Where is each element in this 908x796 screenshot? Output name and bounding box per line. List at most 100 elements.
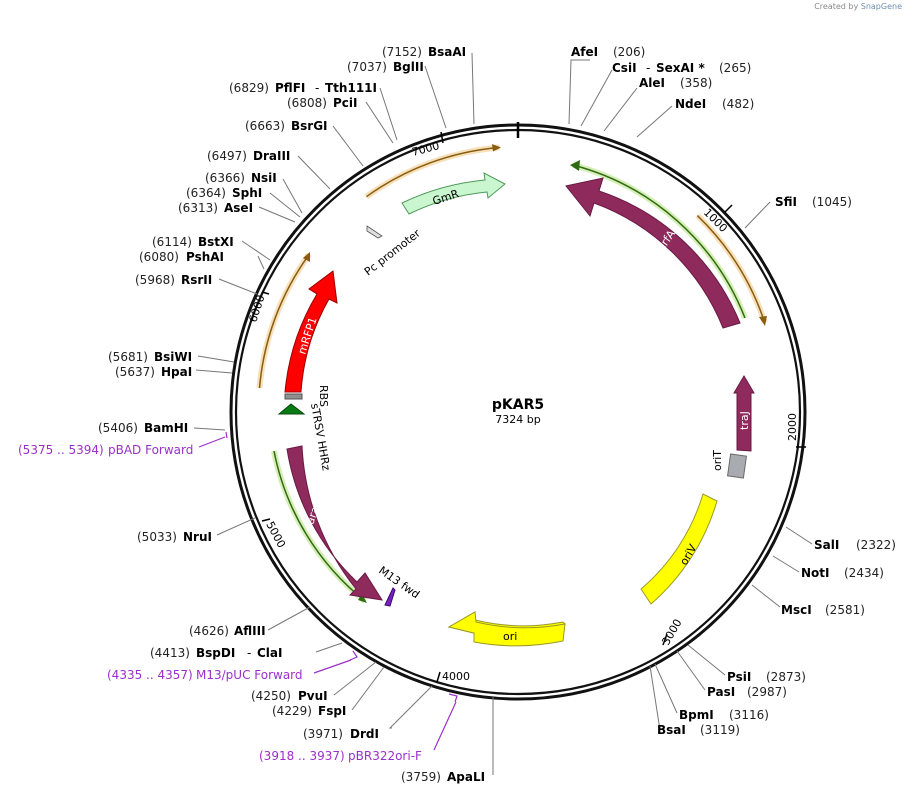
svg-text:(1045): (1045) bbox=[812, 195, 852, 209]
site-SphI: (6364) SphI bbox=[186, 186, 262, 200]
svg-text:PciI: PciI bbox=[333, 96, 358, 110]
plasmid-name: pKAR5 bbox=[492, 397, 544, 413]
track-orange-right-line bbox=[696, 215, 766, 323]
svg-text:BstXI: BstXI bbox=[198, 235, 234, 249]
svg-text:SfiI: SfiI bbox=[775, 195, 797, 209]
svg-text:(4229): (4229) bbox=[272, 704, 312, 718]
site-AseI: (6313) AseI bbox=[178, 201, 253, 215]
site-BspDI: (4413) BspDI - ClaI bbox=[150, 646, 282, 660]
svg-text:ClaI: ClaI bbox=[257, 646, 282, 660]
svg-text:(5637): (5637) bbox=[115, 365, 155, 379]
svg-text:BamHI: BamHI bbox=[144, 421, 188, 435]
svg-text:6000: 6000 bbox=[246, 293, 267, 324]
site-FspI: (4229) FspI bbox=[272, 704, 346, 718]
site-AfeI: AfeI (206) bbox=[571, 45, 645, 59]
svg-text:(2322): (2322) bbox=[856, 538, 896, 552]
svg-text:(265): (265) bbox=[719, 61, 751, 75]
svg-text:BglII: BglII bbox=[393, 60, 424, 74]
feature-araC bbox=[286, 445, 384, 601]
svg-text:(3116): (3116) bbox=[729, 708, 769, 722]
svg-text:DrdI: DrdI bbox=[350, 727, 379, 741]
svg-text:(482): (482) bbox=[722, 97, 754, 111]
svg-text:-: - bbox=[646, 61, 650, 75]
leader-lines bbox=[193, 52, 813, 775]
svg-text:7000: 7000 bbox=[410, 139, 440, 159]
svg-text:(2434): (2434) bbox=[844, 566, 884, 580]
svg-text:SphI: SphI bbox=[232, 186, 262, 200]
feature-RBS bbox=[284, 393, 303, 400]
feature-mRFP1 bbox=[284, 270, 338, 393]
feature-GmR bbox=[401, 172, 506, 215]
svg-text:(3119): (3119) bbox=[700, 723, 740, 737]
svg-text:SalI: SalI bbox=[814, 538, 839, 552]
site-BsaI: BsaI (3119) bbox=[657, 723, 740, 737]
svg-text:(6366): (6366) bbox=[205, 171, 245, 185]
svg-text:(6808): (6808) bbox=[287, 96, 327, 110]
feature-trfA bbox=[565, 177, 741, 329]
svg-text:(2987): (2987) bbox=[747, 685, 787, 699]
svg-text:BpmI: BpmI bbox=[679, 708, 714, 722]
svg-text:DraIII: DraIII bbox=[253, 149, 290, 163]
svg-text:(6663): (6663) bbox=[245, 119, 285, 133]
svg-text:(4626): (4626) bbox=[189, 624, 229, 638]
site-PciI: (6808) PciI bbox=[287, 96, 358, 110]
svg-text:NsiI: NsiI bbox=[251, 171, 277, 185]
svg-text:(5375 .. 5394): (5375 .. 5394) bbox=[18, 443, 104, 457]
label-traJ: traJ bbox=[738, 411, 751, 430]
svg-text:PflFI: PflFI bbox=[275, 81, 305, 95]
site-CsiI: CsiI - SexAI * (265) bbox=[612, 61, 751, 75]
svg-text:-: - bbox=[315, 81, 319, 95]
track-green-araC-arrow bbox=[358, 594, 367, 603]
svg-text:(7152): (7152) bbox=[382, 45, 422, 59]
svg-text:(6364): (6364) bbox=[186, 186, 226, 200]
svg-text:PsiI: PsiI bbox=[727, 670, 751, 684]
svg-text:-: - bbox=[247, 646, 251, 660]
site-BstXI: (6114) BstXI bbox=[152, 235, 234, 249]
site-NotI: NotI (2434) bbox=[801, 566, 884, 580]
track-orange-right-arrow bbox=[759, 316, 767, 326]
site-PflFI: (6829) PflFI - Tth111I bbox=[229, 81, 377, 95]
label-sTRSV: sTRSV HHRz bbox=[308, 402, 333, 472]
site-NdeI: NdeI (482) bbox=[675, 97, 754, 111]
site-MscI: MscI (2581) bbox=[781, 603, 865, 617]
svg-text:pBAD Forward: pBAD Forward bbox=[108, 443, 193, 457]
site-ApaLI: (3759) ApaLI bbox=[401, 770, 485, 784]
svg-text:(6080): (6080) bbox=[139, 250, 179, 264]
label-RBS: RBS bbox=[317, 385, 330, 407]
svg-text:(4413): (4413) bbox=[150, 646, 190, 660]
site-NsiI: (6366) NsiI bbox=[205, 171, 277, 185]
svg-text:(2581): (2581) bbox=[825, 603, 865, 617]
label-pc-promoter: Pc promoter bbox=[362, 226, 423, 278]
svg-text:(2873): (2873) bbox=[766, 670, 806, 684]
feature-oriV bbox=[640, 493, 718, 605]
feature-sTRSV bbox=[277, 403, 306, 415]
site-PsiI: PsiI (2873) bbox=[727, 670, 806, 684]
svg-text:RsrII: RsrII bbox=[181, 273, 212, 287]
site-BsrGI: (6663) BsrGI bbox=[245, 119, 328, 133]
primer-pBR322ori-F: (3918 .. 3937) pBR322ori-F bbox=[259, 749, 422, 763]
svg-text:(3918 .. 3937): (3918 .. 3937) bbox=[259, 749, 345, 763]
track-green-trfA-arrow bbox=[570, 160, 580, 171]
svg-text:5000: 5000 bbox=[263, 519, 288, 550]
svg-text:2000: 2000 bbox=[786, 413, 799, 441]
feature-m13fwd bbox=[384, 587, 396, 607]
svg-text:BsiWI: BsiWI bbox=[154, 350, 192, 364]
site-BamHI: (5406) BamHI bbox=[98, 421, 188, 435]
tick-5000: 5000 bbox=[261, 518, 288, 550]
svg-text:BspDI: BspDI bbox=[196, 646, 235, 660]
tick-4000: 4000 bbox=[436, 670, 470, 683]
track-orange-left-arrow bbox=[303, 252, 310, 262]
svg-text:PshAI: PshAI bbox=[186, 250, 224, 264]
label-m13fwd: M13 fwd bbox=[376, 564, 422, 601]
credit-brand: SnapGene bbox=[860, 2, 902, 11]
site-BsiWI: (5681) BsiWI bbox=[108, 350, 192, 364]
svg-text:AseI: AseI bbox=[224, 201, 253, 215]
svg-text:(206): (206) bbox=[613, 45, 645, 59]
primer-pBAD-forward: (5375 .. 5394) pBAD Forward bbox=[18, 443, 193, 457]
feature-oriT bbox=[726, 453, 748, 479]
svg-text:(5406): (5406) bbox=[98, 421, 138, 435]
svg-text:PvuI: PvuI bbox=[298, 689, 328, 703]
svg-text:SexAI *: SexAI * bbox=[656, 61, 705, 75]
feature-ori-body bbox=[447, 611, 566, 647]
track-orange-left-line bbox=[258, 253, 310, 389]
